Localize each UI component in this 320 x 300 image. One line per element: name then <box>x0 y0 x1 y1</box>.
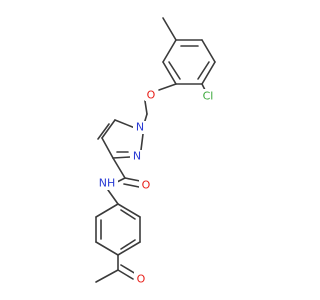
label-bg <box>96 176 118 190</box>
atom-oxygen-acetyl: O <box>137 273 146 286</box>
bond <box>95 203 119 218</box>
bond <box>117 241 141 256</box>
bond <box>124 177 141 182</box>
label-bg <box>139 178 152 191</box>
bond <box>95 241 119 256</box>
bond <box>107 189 119 205</box>
atom-nitrogen-pyrazole-1: N <box>136 121 144 134</box>
bond <box>112 156 131 159</box>
bond <box>162 61 177 85</box>
atom-chlorine: Cl <box>203 90 214 103</box>
bond <box>120 264 137 275</box>
label-bg <box>133 121 147 134</box>
bond <box>162 17 177 41</box>
bond <box>140 133 144 151</box>
atom-oxygen-ether: O <box>147 89 156 102</box>
bond <box>120 209 136 220</box>
bond <box>201 39 216 63</box>
bond <box>144 100 148 115</box>
bond <box>123 183 140 188</box>
label-bg <box>145 89 157 101</box>
bond <box>116 177 126 183</box>
molecule-structure: O Cl N N NH O O <box>95 17 216 286</box>
bond <box>197 61 210 80</box>
label-bg <box>200 89 216 101</box>
bond <box>112 157 126 179</box>
bonds <box>95 17 216 283</box>
bond <box>117 203 141 218</box>
bond <box>101 119 116 139</box>
bond <box>117 269 134 280</box>
bond <box>120 239 136 250</box>
bond <box>201 61 216 85</box>
bond <box>114 119 136 129</box>
bond <box>101 137 114 159</box>
atom-labels: O Cl N N NH O O <box>96 89 216 286</box>
structure-canvas: O Cl N N NH O O <box>95 17 216 286</box>
bond <box>158 83 177 91</box>
bond <box>168 61 181 80</box>
label-bg <box>130 150 144 163</box>
atom-amide-nh: NH <box>99 177 116 190</box>
label-bg <box>134 272 147 285</box>
bond <box>162 39 177 63</box>
bond <box>95 269 119 283</box>
atom-oxygen-amide: O <box>142 179 151 192</box>
bond <box>97 123 110 140</box>
atom-nitrogen-pyrazole-2: N <box>133 150 141 163</box>
